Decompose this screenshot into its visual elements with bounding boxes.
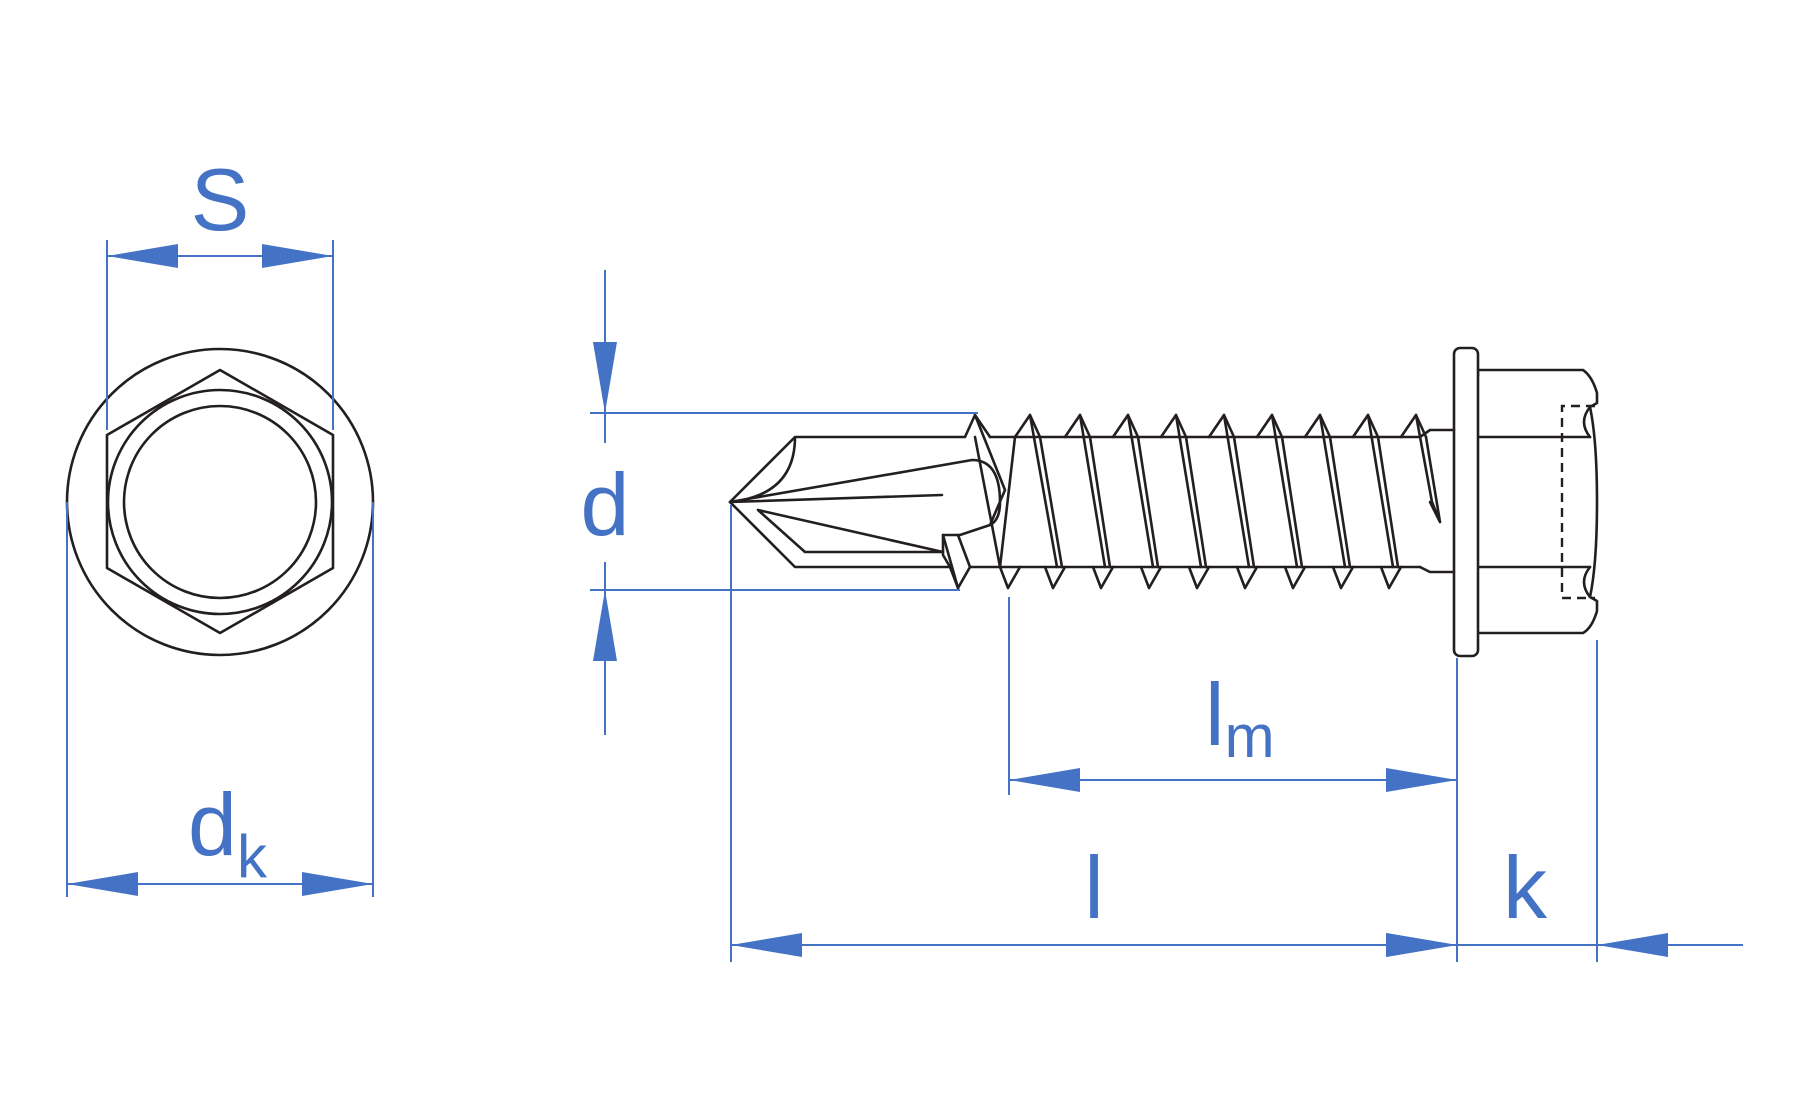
hex-head-outline	[105, 368, 335, 635]
drill-point	[728, 413, 1007, 590]
dimension-k: k	[1386, 640, 1743, 962]
threaded-shank	[968, 413, 1442, 590]
recess-outer-circle	[106, 388, 334, 616]
screw-neck	[1418, 428, 1456, 574]
s-arrow-left	[107, 244, 178, 268]
s-label: S	[191, 150, 250, 249]
lm-label: lm	[1205, 665, 1275, 770]
d-arrow-bottom	[593, 590, 617, 661]
d-label: d	[581, 455, 630, 554]
l-arrow-left	[731, 933, 802, 957]
k-arrow-left	[1386, 933, 1457, 957]
side-view	[728, 346, 1599, 658]
washer-flange	[1452, 346, 1480, 658]
recess-inner-circle	[122, 404, 318, 600]
dk-label-main: d	[188, 775, 237, 874]
l-label: l	[1084, 838, 1104, 937]
k-arrow-right	[1597, 933, 1668, 957]
front-view	[65, 347, 375, 657]
dimension-lm: lm	[1008, 597, 1458, 962]
lm-label-sub: m	[1225, 703, 1275, 770]
dk-arrow-left	[67, 872, 138, 896]
s-arrow-right	[262, 244, 333, 268]
hex-head-corner-arcs	[1582, 405, 1592, 599]
lm-arrow-left	[1009, 768, 1080, 792]
hex-head-side	[1471, 368, 1599, 635]
lm-arrow-right	[1386, 768, 1457, 792]
dk-label: dk	[188, 775, 268, 890]
dimension-d: d	[581, 270, 978, 735]
recess-hidden-line	[1560, 404, 1595, 600]
d-arrow-top	[593, 342, 617, 413]
lm-label-main: l	[1205, 665, 1225, 764]
dk-arrow-right	[302, 872, 373, 896]
dimension-s: S	[106, 150, 334, 430]
dk-label-sub: k	[237, 823, 268, 890]
k-label: k	[1503, 838, 1548, 937]
dimension-dk: dk	[66, 502, 374, 897]
flange-outer-circle	[65, 347, 375, 657]
